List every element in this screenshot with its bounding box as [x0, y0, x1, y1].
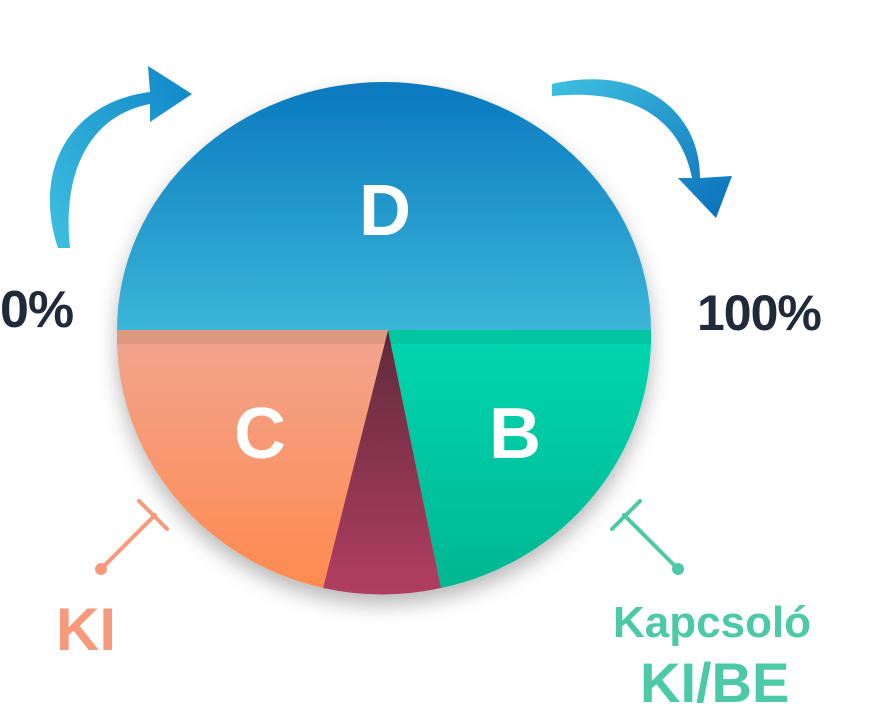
segment-c-label: C — [234, 394, 286, 474]
switch-off-icon — [95, 499, 169, 575]
switch-label-line2: KI/BE — [640, 651, 790, 714]
switch-onoff-icon — [610, 499, 684, 575]
percent-start-label: 0% — [0, 281, 74, 339]
segment-d-label: D — [359, 171, 411, 251]
segment-dark — [323, 330, 441, 595]
percent-end-label: 100% — [697, 285, 822, 341]
arrow-up-left-icon — [49, 66, 192, 248]
segment-b-label: B — [489, 394, 541, 474]
segment-c — [116, 330, 389, 588]
segment-d — [117, 82, 651, 330]
switch-off-label: KI — [56, 596, 116, 663]
switch-label-line1: Kapcsoló — [613, 598, 812, 647]
arrow-down-right-icon — [552, 79, 732, 218]
segment-b — [388, 330, 652, 588]
